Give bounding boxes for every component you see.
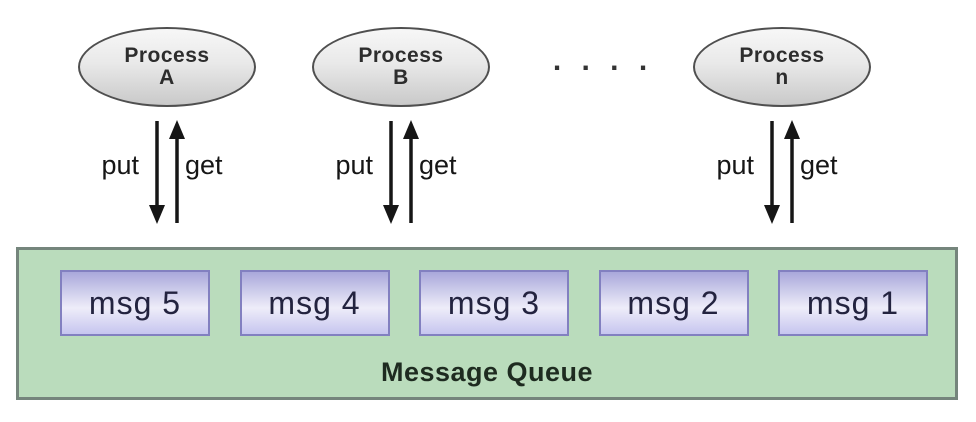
ellipsis-dots: . . . . [552, 44, 654, 77]
put-label-n: put [716, 150, 754, 180]
msg-box-3: msg 3 [419, 270, 569, 336]
process-group-b: Process B put get [281, 0, 521, 250]
process-a-label-line2: A [159, 66, 175, 89]
msg-box-4-label: msg 4 [268, 284, 361, 321]
queue-title: Message Queue [380, 357, 594, 387]
msg-box-5-label: msg 5 [88, 284, 182, 321]
process-group-a: Process A put get [47, 0, 287, 250]
msg-box-1-label: msg 1 [806, 284, 900, 321]
msg-box-4: msg 4 [239, 270, 390, 336]
process-n-node: Process n [693, 27, 871, 107]
message-queue-container: msg 5 msg 4 msg 3 msg 2 msg 1 Message Qu… [16, 247, 958, 400]
process-a-label-line1: Process [124, 44, 210, 67]
process-b-label-line1: Process [358, 44, 444, 67]
put-get-arrows-b [383, 120, 419, 224]
msg-box-3-label: msg 3 [447, 284, 541, 321]
msg-box-5: msg 5 [60, 270, 210, 336]
put-label-a: put [101, 150, 139, 180]
process-b-label-line2: B [393, 66, 409, 89]
message-row: msg 5 msg 4 msg 3 msg 2 msg 1 [19, 250, 955, 336]
msg-box-2-label: msg 2 [627, 284, 720, 321]
put-get-arrows-n [764, 120, 800, 224]
process-a-node: Process A [78, 27, 256, 107]
process-group-n: Process n put get [662, 0, 902, 250]
get-label-a: get [185, 150, 223, 180]
process-b-node: Process B [312, 27, 490, 107]
msg-box-2: msg 2 [598, 270, 749, 336]
process-n-label-line2: n [775, 66, 789, 89]
put-label-b: put [335, 150, 373, 180]
get-label-b: get [419, 150, 457, 180]
get-label-n: get [800, 150, 838, 180]
process-n-label-line1: Process [739, 44, 825, 67]
put-get-arrows-a [149, 120, 185, 224]
msg-box-1: msg 1 [778, 270, 928, 336]
